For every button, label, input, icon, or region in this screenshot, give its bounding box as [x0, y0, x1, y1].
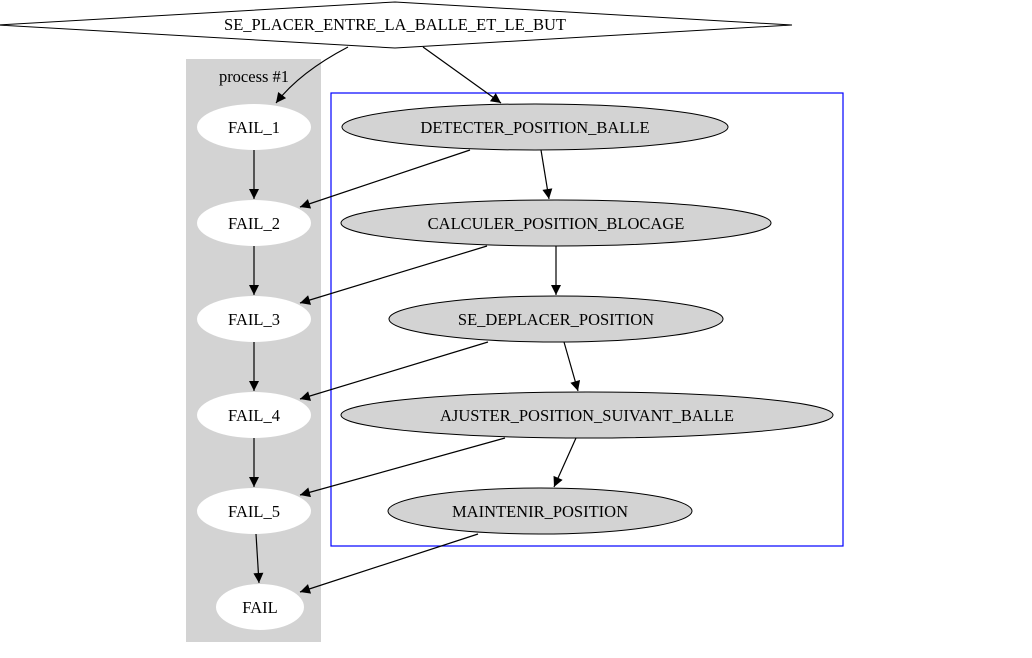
node-detecter-label: DETECTER_POSITION_BALLE [420, 118, 649, 137]
edges-layer [249, 46, 581, 594]
node-fail-4-label: FAIL_4 [228, 406, 280, 425]
node-deplacer-label: SE_DEPLACER_POSITION [458, 310, 654, 329]
cluster-process-main [330, 92, 844, 547]
edge-ajuster-to-maintenir [553, 437, 577, 488]
cluster-process-1-label: process #1 [219, 67, 289, 86]
node-fail-2-label: FAIL_2 [228, 214, 280, 233]
node-ajuster-label: AJUSTER_POSITION_SUIVANT_BALLE [440, 406, 734, 425]
edge-ajuster-to-fail5 [299, 437, 506, 498]
node-detecter-position-balle[interactable]: DETECTER_POSITION_BALLE [341, 103, 729, 151]
node-fail-2[interactable]: FAIL_2 [197, 200, 311, 246]
edge-detecter-to-fail2 [299, 149, 471, 209]
node-ajuster-position-suivant-balle[interactable]: AJUSTER_POSITION_SUIVANT_BALLE [340, 391, 834, 439]
node-calculer-label: CALCULER_POSITION_BLOCAGE [428, 214, 685, 233]
root-diamond [0, 1, 793, 49]
edge-root-to-detecter [422, 46, 502, 104]
node-fail-3-label: FAIL_3 [228, 310, 280, 329]
node-fail-4[interactable]: FAIL_4 [197, 392, 311, 438]
node-root[interactable]: SE_PLACER_ENTRE_LA_BALLE_ET_LE_BUT [0, 1, 793, 49]
root-label: SE_PLACER_ENTRE_LA_BALLE_ET_LE_BUT [224, 15, 566, 34]
edge-detecter-to-calculer [540, 149, 553, 200]
edge-root-to-fail1 [275, 46, 349, 104]
edge-maintenir-to-fail [299, 533, 479, 594]
edge-fail5-to-fail [253, 533, 264, 584]
edge-deplacer-to-fail4 [299, 341, 489, 401]
node-fail-label: FAIL [242, 598, 277, 617]
edge-calculer-to-fail3 [299, 245, 488, 305]
node-fail[interactable]: FAIL [216, 584, 304, 630]
edge-deplacer-to-ajuster [563, 341, 581, 392]
node-fail-5[interactable]: FAIL_5 [197, 488, 311, 534]
node-calculer-position-blocage[interactable]: CALCULER_POSITION_BLOCAGE [340, 199, 772, 247]
node-fail-1[interactable]: FAIL_1 [197, 104, 311, 150]
node-fail-3[interactable]: FAIL_3 [197, 296, 311, 342]
node-maintenir-label: MAINTENIR_POSITION [452, 502, 628, 521]
node-maintenir-position[interactable]: MAINTENIR_POSITION [387, 487, 693, 535]
node-fail-5-label: FAIL_5 [228, 502, 280, 521]
node-fail-1-label: FAIL_1 [228, 118, 280, 137]
node-se-deplacer-position[interactable]: SE_DEPLACER_POSITION [388, 295, 724, 343]
